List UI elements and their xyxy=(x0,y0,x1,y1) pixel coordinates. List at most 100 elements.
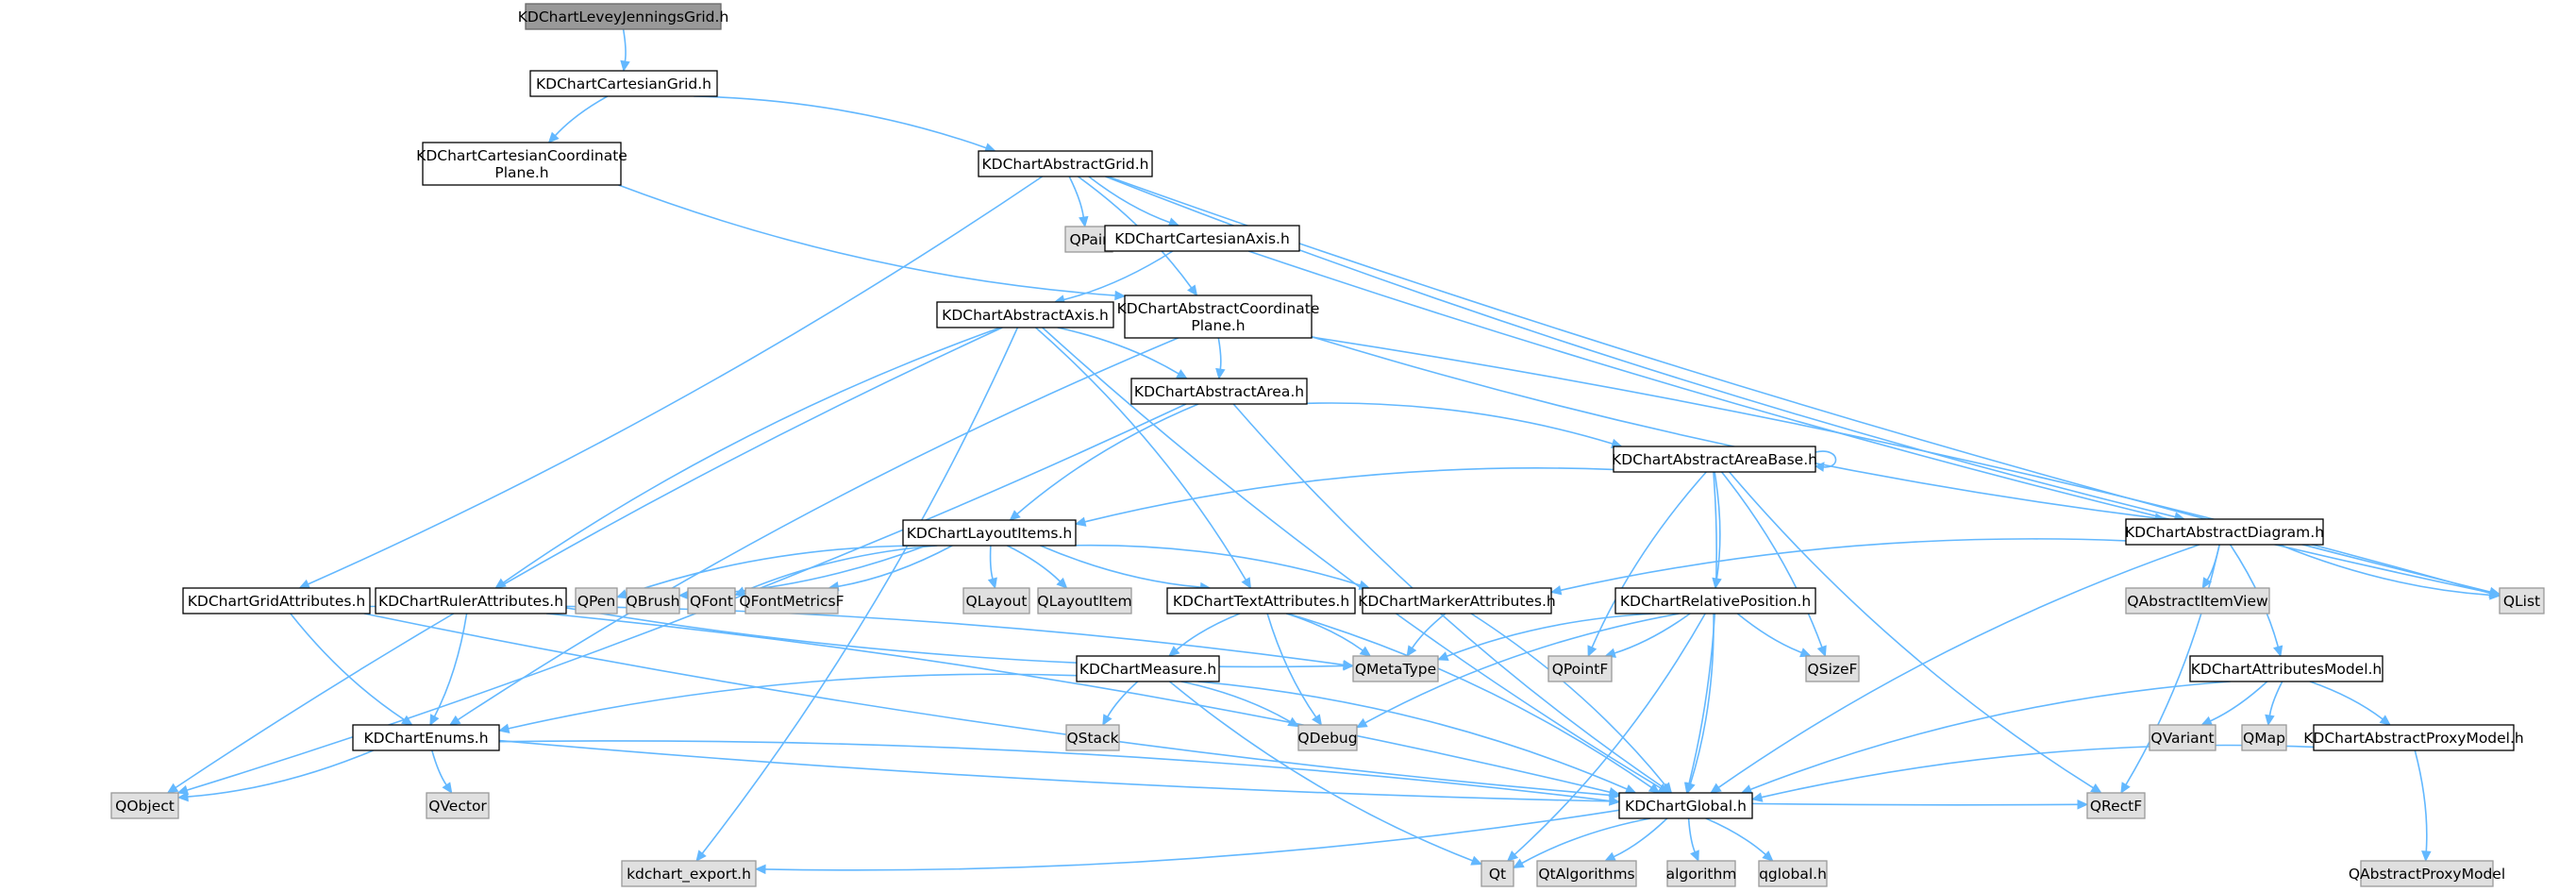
node-box xyxy=(2149,724,2216,751)
node-box xyxy=(375,587,567,614)
node-absdiag[interactable]: KDChartAbstractDiagram.h xyxy=(2125,518,2324,546)
node-absgrid[interactable]: KDChartAbstractGrid.h xyxy=(978,150,1153,177)
node-box xyxy=(1352,655,1439,682)
edge-measure-to-qstack xyxy=(1102,681,1139,727)
edge-arrowhead xyxy=(166,783,179,794)
node-label: KDChartLayoutItems.h xyxy=(907,525,1073,542)
edge-arrowhead xyxy=(754,864,766,875)
edge-arrowhead xyxy=(2265,714,2275,727)
node-textattr[interactable]: KDChartTextAttributes.h xyxy=(1166,587,1356,614)
node-box xyxy=(525,3,722,30)
edge-textattr-to-qmetatype xyxy=(1285,613,1372,657)
node-box xyxy=(1666,860,1736,887)
node-box xyxy=(2313,724,2515,751)
edge-enums-to-qrectf xyxy=(498,739,2089,810)
edge-line xyxy=(1306,402,1614,445)
node-label: QSizeF xyxy=(1808,661,1858,678)
edge-areabase-to-areabase xyxy=(1814,450,1837,472)
edge-line xyxy=(1749,681,2231,791)
node-box xyxy=(1104,225,1300,252)
node-label: qglobal.h xyxy=(1759,866,1827,883)
node-cartgrid[interactable]: KDChartCartesianGrid.h xyxy=(529,70,718,97)
edge-arrowhead xyxy=(1241,577,1252,590)
edge-line xyxy=(1729,471,2094,789)
node-label: KDChartCartesianCoordinate xyxy=(416,147,627,164)
edge-arrowhead xyxy=(547,131,560,143)
edge-arrowhead xyxy=(176,791,189,802)
node-box xyxy=(1362,587,1552,614)
edge-arrowhead xyxy=(987,577,997,590)
node-marker[interactable]: KDChartMarkerAttributes.h xyxy=(1358,587,1556,614)
node-absarea[interactable]: KDChartAbstractArea.h xyxy=(1130,378,1308,405)
node-label: QPointF xyxy=(1552,661,1609,678)
node-box xyxy=(1037,587,1132,614)
edge-relpos-to-global xyxy=(1685,613,1715,795)
node-absaxis[interactable]: KDChartAbstractAxis.h xyxy=(936,301,1114,328)
node-measure[interactable]: KDChartMeasure.h xyxy=(1076,655,1220,682)
node-global[interactable]: KDChartGlobal.h xyxy=(1618,792,1753,819)
edge-attrmodel-to-global xyxy=(1740,681,2231,795)
node-qaiv: QAbstractItemView xyxy=(2125,587,2270,614)
node-layout[interactable]: KDChartLayoutItems.h xyxy=(902,519,1077,547)
edge-relpos-to-qt xyxy=(1506,613,1706,862)
node-relpos[interactable]: KDChartRelativePosition.h xyxy=(1614,587,1816,614)
node-label: QList xyxy=(2503,593,2540,610)
edge-line xyxy=(2279,544,2491,597)
edge-line xyxy=(622,28,627,62)
node-proxy[interactable]: KDChartAbstractProxyModel.h xyxy=(2303,724,2524,751)
node-box xyxy=(1805,655,1860,682)
edge-line xyxy=(1016,403,1199,515)
edge-arrowhead xyxy=(1074,516,1087,527)
edge-absdiag-to-global xyxy=(1710,544,2200,794)
node-box xyxy=(902,519,1077,547)
edge-areabase-to-qrectf xyxy=(1729,471,2102,794)
edge-line xyxy=(1687,817,1696,852)
edge-line xyxy=(1411,613,1447,649)
edge-line xyxy=(764,809,1620,871)
edge-arrowhead xyxy=(176,784,190,795)
edge-line xyxy=(2309,681,2384,720)
edge-ruler-to-enums xyxy=(429,613,468,727)
node-qglobal: qglobal.h xyxy=(1758,860,1828,887)
node-label: KDChartGlobal.h xyxy=(1625,798,1747,815)
node-box xyxy=(978,150,1153,177)
edge-arrowhead xyxy=(1343,661,1355,671)
node-cartaxis[interactable]: KDChartCartesianAxis.h xyxy=(1104,225,1300,252)
node-ruler[interactable]: KDChartRulerAttributes.h xyxy=(375,587,567,614)
edge-absgrid-to-cartaxis xyxy=(1088,176,1180,227)
edge-cartcoord-to-abscoord xyxy=(618,184,1127,301)
node-qmetatype: QMetaType xyxy=(1352,655,1439,682)
node-box xyxy=(1130,378,1308,405)
node-label: KDChartLeveyJenningsGrid.h xyxy=(518,8,729,25)
edge-arrowhead xyxy=(1685,782,1696,795)
node-attrmodel[interactable]: KDChartAttributesModel.h xyxy=(2189,655,2384,682)
node-label: KDChartRelativePosition.h xyxy=(1620,593,1811,610)
node-enums[interactable]: KDChartEnums.h xyxy=(352,724,500,751)
edge-arrowhead xyxy=(1710,783,1722,794)
edge-arrowhead xyxy=(1355,717,1368,729)
node-box xyxy=(2086,792,2146,819)
edge-cartgrid-to-cartcoord xyxy=(547,95,609,143)
edge-line xyxy=(1107,681,1139,717)
edge-arrowhead xyxy=(1102,714,1112,727)
edge-line xyxy=(694,95,987,149)
node-qfont: QFont xyxy=(687,587,736,614)
node-box xyxy=(2189,655,2384,682)
edge-arrowhead xyxy=(1648,783,1661,794)
edge-arrowhead xyxy=(2200,715,2214,726)
node-areabase[interactable]: KDChartAbstractAreaBase.h xyxy=(1612,446,1817,473)
node-box xyxy=(962,587,1030,614)
node-label: QFontMetricsF xyxy=(739,593,844,610)
node-levey[interactable]: KDChartLeveyJenningsGrid.h xyxy=(518,3,729,30)
edge-ruler-to-qmetatype xyxy=(565,607,1355,671)
node-label: QMap xyxy=(2243,730,2285,747)
node-label: QPair xyxy=(1069,231,1109,248)
edge-arrowhead xyxy=(429,714,440,727)
node-qobject: QObject xyxy=(110,792,179,819)
node-label: KDChartEnums.h xyxy=(363,730,488,747)
edge-line xyxy=(1057,327,1179,375)
node-gridattr[interactable]: KDChartGridAttributes.h xyxy=(182,587,371,614)
edge-relpos-to-qmetatype xyxy=(1436,613,1656,662)
